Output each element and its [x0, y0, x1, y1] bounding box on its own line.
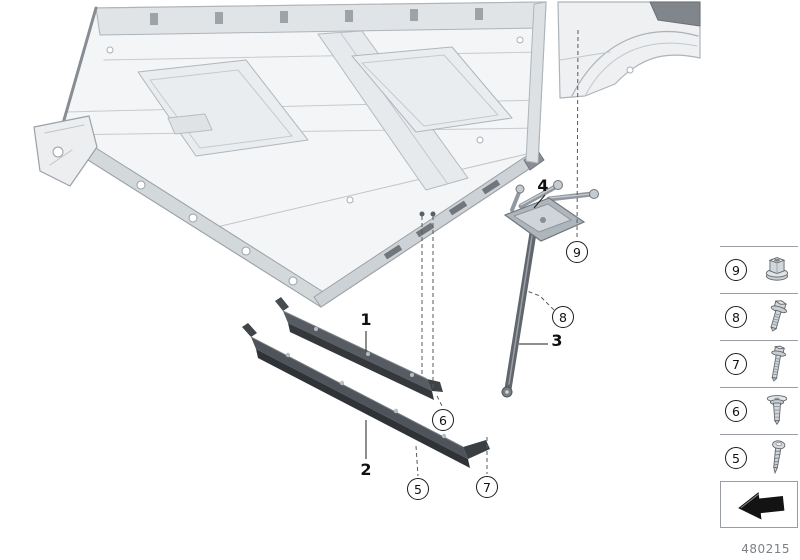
vehicle-underbody: [33, 1, 701, 308]
callout-2[interactable]: 2: [360, 460, 372, 479]
callout-4[interactable]: 4: [537, 176, 549, 195]
callout-9-circle: 9: [566, 241, 588, 263]
callout-6-circle: 6: [432, 409, 454, 431]
self-tapping-screw-icon: [772, 440, 786, 475]
legend-ref-6: 6: [725, 400, 747, 422]
callout-8[interactable]: 8: [552, 306, 574, 328]
legend-row-5[interactable]: 5: [720, 435, 798, 482]
expansion-rivet-icon: [766, 395, 788, 426]
legend-footer: [720, 482, 798, 528]
legend-ref-8: 8: [725, 306, 747, 328]
callout-9[interactable]: 9: [566, 241, 588, 263]
part-1-reinforcement-brace: [275, 297, 443, 400]
legend-row-9[interactable]: 9: [720, 247, 798, 294]
legend-ref-7: 7: [725, 353, 747, 375]
flange-screw-icon: [771, 345, 787, 382]
callout-5[interactable]: 5: [407, 478, 429, 500]
legend-ref-9: 9: [725, 259, 747, 281]
direction-arrow-icon: [738, 491, 785, 519]
dashed-reference-lines: [415, 29, 579, 477]
callout-8-circle: 8: [552, 306, 574, 328]
part-2-reinforcement-brace: [242, 323, 490, 468]
callout-1[interactable]: 1: [360, 310, 372, 329]
callout-3[interactable]: 3: [551, 331, 563, 350]
diagram-number: 480215: [741, 542, 790, 556]
callout-7[interactable]: 7: [476, 476, 498, 498]
callout-7-circle: 7: [476, 476, 498, 498]
callout-6[interactable]: 6: [432, 409, 454, 431]
part-3-strut-rod: [501, 224, 540, 398]
legend-row-7[interactable]: 7: [720, 341, 798, 388]
fastener-legend: 9 8: [720, 246, 798, 528]
legend-ref-5: 5: [725, 447, 747, 469]
callout-leader-lines: [365, 194, 548, 459]
flange-nut-icon: [765, 257, 789, 281]
flange-bolt-icon: [770, 300, 788, 332]
callout-5-circle: 5: [407, 478, 429, 500]
legend-row-6[interactable]: 6: [720, 388, 798, 435]
part-4-mounting-bracket: [503, 180, 599, 242]
legend-row-8[interactable]: 8: [720, 294, 798, 341]
